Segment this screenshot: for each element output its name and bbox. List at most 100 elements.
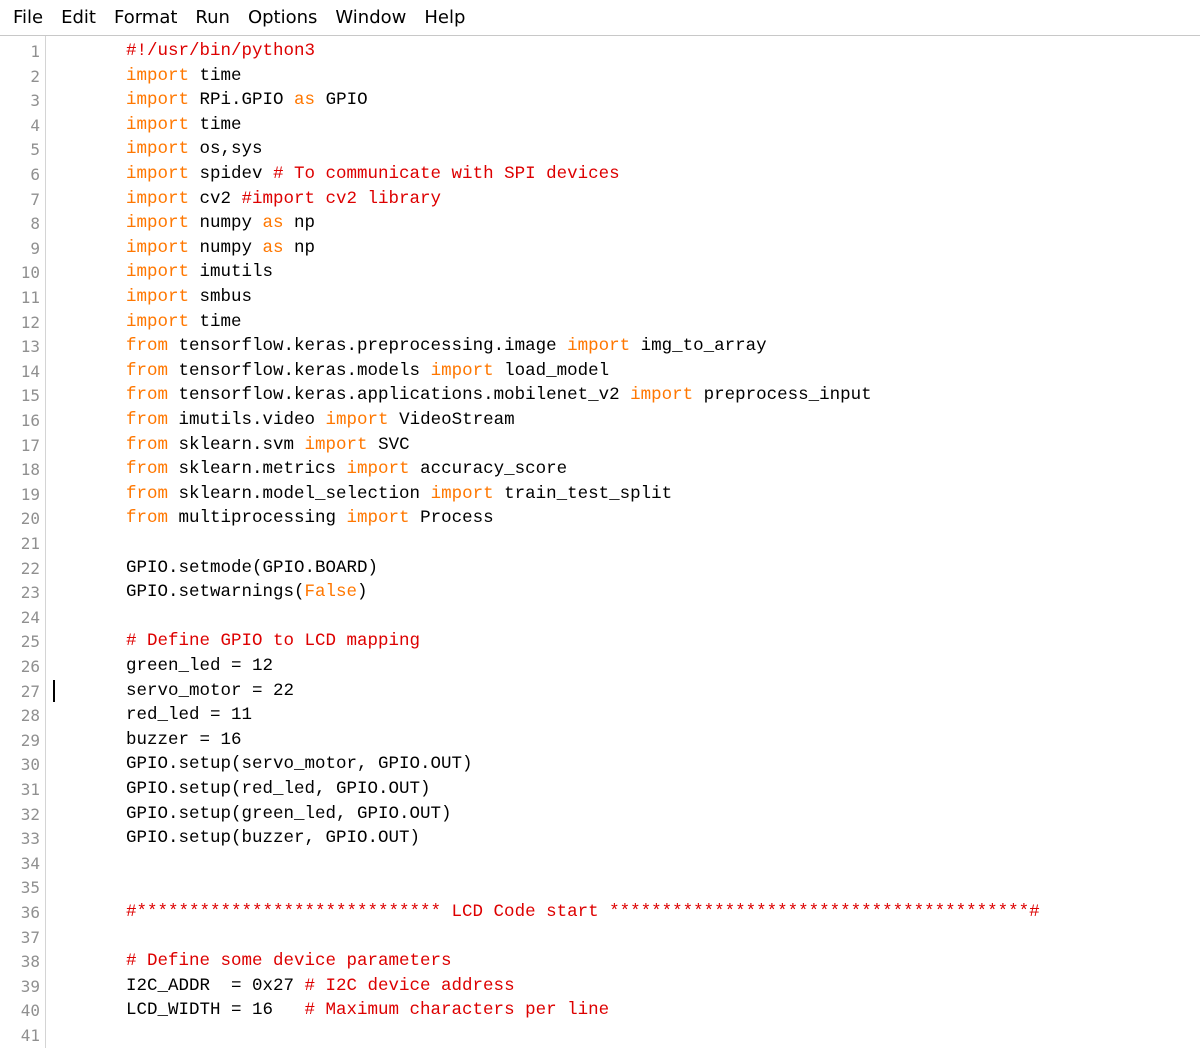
code-token: numpy bbox=[189, 213, 263, 234]
code-token: GPIO.setwarnings( bbox=[126, 582, 305, 603]
line-number: 4 bbox=[30, 115, 40, 135]
code-line[interactable]: from imutils.video import VideoStream bbox=[126, 408, 515, 433]
line-number: 39 bbox=[20, 976, 40, 996]
comment-token: # Define GPIO to LCD mapping bbox=[126, 631, 421, 652]
menu-edit[interactable]: Edit bbox=[61, 6, 96, 28]
line-number: 15 bbox=[20, 386, 40, 406]
code-line[interactable]: import numpy as np bbox=[126, 236, 315, 261]
code-line[interactable]: GPIO.setup(servo_motor, GPIO.OUT) bbox=[126, 752, 473, 777]
code-token: GPIO.setup(buzzer, GPIO.OUT) bbox=[126, 828, 421, 849]
keyword-token: import bbox=[126, 287, 190, 307]
code-token: LCD_WIDTH = 16 bbox=[126, 1000, 305, 1021]
code-line[interactable]: import time bbox=[126, 113, 242, 138]
code-line[interactable]: import RPi.GPIO as GPIO bbox=[126, 88, 368, 113]
code-token: green_led = 12 bbox=[126, 656, 274, 676]
code-line[interactable]: #!/usr/bin/python3 bbox=[126, 39, 315, 64]
keyword-token: as bbox=[262, 213, 284, 234]
code-line[interactable]: from tensorflow.keras.models import load… bbox=[126, 359, 609, 384]
code-line[interactable]: # Define GPIO to LCD mapping bbox=[126, 629, 420, 654]
code-line[interactable]: I2C_ADDR = 0x27 # I2C device address bbox=[126, 974, 515, 999]
menu-format[interactable]: Format bbox=[113, 6, 178, 28]
code-line[interactable]: GPIO.setmode(GPIO.BOARD) bbox=[126, 556, 378, 581]
line-number: 41 bbox=[20, 1026, 40, 1045]
comment-token: # Maximum characters per line bbox=[304, 1000, 610, 1021]
code-line[interactable]: GPIO.setup(green_led, GPIO.OUT) bbox=[126, 802, 452, 827]
code-line[interactable]: from tensorflow.keras.applications.mobil… bbox=[126, 383, 872, 408]
code-token: buzzer = 16 bbox=[126, 729, 242, 750]
line-number: 40 bbox=[20, 1001, 40, 1021]
keyword-token: from bbox=[126, 360, 169, 381]
code-token: imutils.video bbox=[168, 410, 326, 430]
code-line[interactable]: import time bbox=[126, 64, 242, 89]
line-number: 20 bbox=[20, 509, 40, 529]
code-token: np bbox=[283, 237, 316, 258]
code-token: ) bbox=[357, 582, 368, 603]
line-number: 34 bbox=[20, 853, 40, 873]
line-number: 10 bbox=[20, 263, 40, 283]
code-line[interactable]: import numpy as np bbox=[126, 211, 315, 236]
code-token: time bbox=[189, 114, 242, 135]
keyword-token: import bbox=[126, 311, 190, 332]
keyword-token: import bbox=[126, 213, 190, 234]
code-line[interactable]: LCD_WIDTH = 16 # Maximum characters per … bbox=[126, 998, 609, 1023]
code-token: os,sys bbox=[189, 139, 263, 160]
code-line[interactable]: red_led = 11 bbox=[126, 703, 252, 728]
code-line[interactable]: servo_motor = 22 bbox=[126, 679, 294, 704]
code-line[interactable]: from tensorflow.keras.preprocessing.imag… bbox=[126, 334, 767, 359]
line-number: 38 bbox=[20, 952, 40, 972]
keyword-token: import bbox=[126, 188, 190, 209]
code-token: time bbox=[189, 311, 242, 332]
line-number: 31 bbox=[20, 780, 40, 799]
code-line[interactable]: GPIO.setup(buzzer, GPIO.OUT) bbox=[126, 826, 420, 851]
keyword-token: from bbox=[126, 508, 169, 529]
code-line[interactable]: import cv2 #import cv2 library bbox=[126, 187, 441, 212]
keyword-token: from bbox=[126, 385, 169, 406]
code-line[interactable]: import smbus bbox=[126, 285, 252, 310]
code-line[interactable]: from sklearn.model_selection import trai… bbox=[126, 482, 672, 507]
code-token: cv2 bbox=[189, 188, 242, 209]
menu-file[interactable]: File bbox=[13, 6, 44, 28]
code-line[interactable]: # Define some device parameters bbox=[126, 949, 452, 974]
code-line[interactable]: import imutils bbox=[126, 260, 273, 285]
code-line[interactable]: GPIO.setwarnings(False) bbox=[126, 580, 368, 605]
keyword-token: import bbox=[126, 164, 190, 184]
line-number: 13 bbox=[20, 337, 40, 357]
line-number: 14 bbox=[20, 361, 40, 381]
menu-window[interactable]: Window bbox=[335, 6, 407, 28]
code-line[interactable]: from multiprocessing import Process bbox=[126, 506, 494, 531]
line-number: 22 bbox=[20, 558, 40, 578]
line-number: 36 bbox=[20, 903, 40, 922]
code-line[interactable]: green_led = 12 bbox=[126, 654, 273, 679]
line-number: 5 bbox=[30, 140, 40, 160]
menu-help[interactable]: Help bbox=[424, 6, 466, 28]
code-token: sklearn.svm bbox=[168, 434, 305, 455]
code-token: VideoStream bbox=[388, 410, 515, 430]
code-line[interactable]: import os,sys bbox=[126, 137, 263, 162]
menu-options[interactable]: Options bbox=[247, 6, 318, 28]
keyword-token: import bbox=[126, 139, 190, 160]
code-token: train_test_split bbox=[493, 483, 673, 504]
code-line[interactable]: #***************************** LCD Code … bbox=[126, 900, 1040, 925]
code-line[interactable]: from sklearn.metrics import accuracy_sco… bbox=[126, 457, 567, 482]
code-token: preprocess_input bbox=[693, 385, 872, 406]
keyword-token: from bbox=[126, 336, 169, 357]
code-line[interactable]: import time bbox=[126, 310, 242, 335]
code-token: tensorflow.keras.models bbox=[168, 360, 431, 381]
code-line[interactable]: buzzer = 16 bbox=[126, 728, 242, 753]
menu-run[interactable]: Run bbox=[195, 6, 230, 28]
line-number: 3 bbox=[30, 91, 40, 111]
code-line[interactable]: import spidev # To communicate with SPI … bbox=[126, 162, 620, 187]
line-number: 33 bbox=[20, 829, 40, 849]
text-cursor bbox=[53, 679, 55, 702]
line-number: 27 bbox=[20, 681, 40, 701]
keyword-token: import bbox=[126, 237, 190, 258]
comment-token: #!/usr/bin/python3 bbox=[126, 41, 316, 61]
keyword-token: as bbox=[294, 90, 316, 111]
code-line[interactable]: from sklearn.svm import SVC bbox=[126, 433, 410, 458]
code-line[interactable]: GPIO.setup(red_led, GPIO.OUT) bbox=[126, 777, 431, 802]
code-token: servo_motor = 22 bbox=[126, 680, 295, 701]
